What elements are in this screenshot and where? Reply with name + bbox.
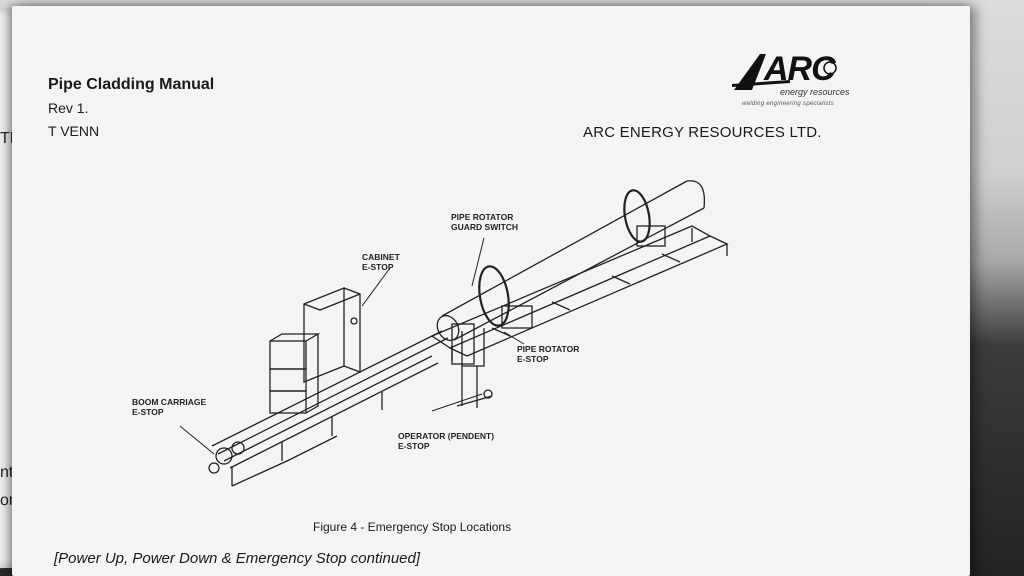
label-line: CABINET [362, 252, 400, 262]
section-footer: [Power Up, Power Down & Emergency Stop c… [54, 550, 421, 567]
logo-mark: ARC [764, 50, 836, 88]
label-line: OPERATOR (PENDENT) [398, 431, 495, 441]
label-line: PIPE ROTATOR [451, 212, 514, 222]
boom-carriage-rail [208, 330, 449, 487]
rotator-rings [461, 189, 666, 367]
arc-logo-icon [732, 54, 837, 90]
label-operator-pendent-estop: OPERATOR (PENDENT) E-STOP [398, 431, 494, 451]
power-source-units [269, 333, 321, 414]
figure-caption: Figure 4 - Emergency Stop Locations [313, 520, 512, 534]
label-leader-lines [179, 237, 525, 455]
logo-subtitle: energy resources [780, 87, 850, 97]
author-label: T VENN [48, 123, 100, 139]
label-pipe-rotator-guard-switch: PIPE ROTATOR GUARD SWITCH [451, 212, 518, 232]
control-cabinet [303, 287, 361, 383]
company-name: ARC ENERGY RESOURCES LTD. [583, 124, 822, 141]
label-boom-carriage-estop: BOOM CARRIAGE E-STOP [132, 397, 206, 417]
label-line: E-STOP [362, 262, 394, 272]
pendent-stand [451, 323, 493, 408]
revision-label: Rev 1. [48, 100, 89, 116]
label-line: E-STOP [132, 407, 164, 417]
emergency-stop-diagram [179, 180, 729, 487]
logo-tagline: welding engineering specialists [742, 101, 835, 107]
pipe-drawing [436, 180, 706, 342]
label-line: E-STOP [398, 441, 430, 451]
label-pipe-rotator-estop: PIPE ROTATOR E-STOP [517, 344, 579, 364]
label-line: PIPE ROTATOR [517, 344, 580, 354]
label-cabinet-estop: CABINET E-STOP [362, 252, 400, 272]
label-line: GUARD SWITCH [451, 222, 519, 232]
manual-title: Pipe Cladding Manual [48, 76, 215, 93]
manual-page: ​ Pipe Cladding Manual Rev 1. T VENN ARC… [12, 6, 970, 576]
label-line: BOOM CARRIAGE [132, 397, 207, 407]
rotator-bed-frame [430, 225, 729, 361]
label-line: E-STOP [517, 354, 549, 364]
